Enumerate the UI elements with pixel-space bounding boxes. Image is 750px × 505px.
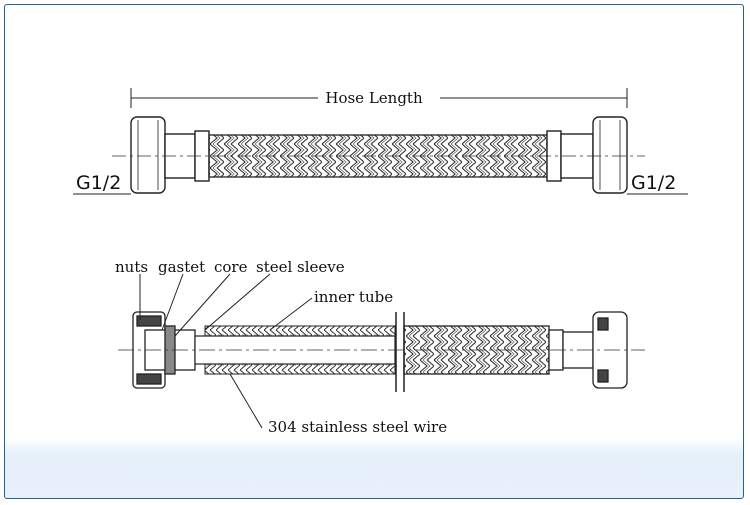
left-nut xyxy=(130,116,210,194)
right-nut xyxy=(546,116,628,194)
callout-gasket: gastet xyxy=(158,258,205,276)
callout-leaders xyxy=(139,273,313,429)
callout-steel-sleeve: steel sleeve xyxy=(256,258,345,276)
section-hose-assembly: nuts gastet core steel sleeve inner tube… xyxy=(115,258,645,436)
callout-nuts: nuts xyxy=(115,258,148,276)
section-braid-top xyxy=(204,325,396,337)
callout-inner-tube: inner tube xyxy=(314,288,393,306)
callout-core: core xyxy=(214,258,248,276)
callout-wire: 304 stainless steel wire xyxy=(268,418,447,436)
hose-length-dimension: Hose Length xyxy=(130,88,628,108)
right-thread-label: G1/2 xyxy=(631,172,676,194)
diagram-frame xyxy=(4,4,744,499)
top-hose-assembly: Hose Length G1/2 G1/2 xyxy=(73,88,688,195)
section-braid-bottom xyxy=(204,363,396,375)
left-thread-label: G1/2 xyxy=(76,172,121,194)
hose-length-label: Hose Length xyxy=(325,89,423,107)
